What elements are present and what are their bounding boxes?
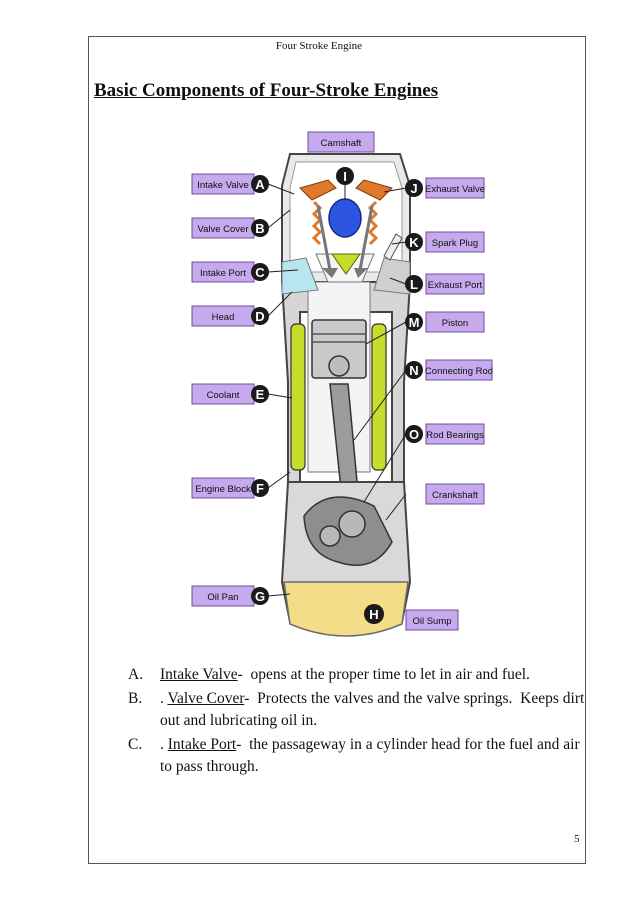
- label-piston: M Piston: [405, 311, 485, 333]
- svg-text:Intake Valve: Intake Valve: [197, 180, 249, 191]
- component-list: A. Intake Valve- opens at the proper tim…: [128, 664, 588, 780]
- page-number: 5: [574, 833, 580, 845]
- svg-text:Connecting Rod: Connecting Rod: [425, 366, 493, 377]
- label-coolant: Coolant E: [191, 383, 269, 405]
- item-description: opens at the proper time to let in air a…: [242, 666, 530, 683]
- item-description: Protects the valves and the valve spring…: [160, 690, 589, 729]
- engine-diagram-svg: Intake Valve A Valve Cover B Intake Port…: [191, 131, 493, 637]
- svg-text:Spark Plug: Spark Plug: [432, 238, 478, 249]
- svg-text:Valve Cover: Valve Cover: [197, 224, 248, 235]
- svg-text:K: K: [409, 235, 419, 250]
- svg-text:I: I: [343, 169, 347, 184]
- svg-text:Crankshaft: Crankshaft: [432, 490, 478, 501]
- svg-text:L: L: [410, 277, 418, 292]
- item-term: Valve Cover: [167, 690, 245, 707]
- svg-text:Camshaft: Camshaft: [321, 138, 362, 149]
- svg-text:Piston: Piston: [442, 318, 468, 329]
- section-title: Basic Components of Four-Stroke Engines: [94, 80, 439, 101]
- cam-shape: [328, 198, 362, 238]
- item-term: Intake Valve: [160, 666, 238, 683]
- label-intake-valve: Intake Valve A: [191, 173, 269, 195]
- label-intake-port: Intake Port C: [191, 261, 269, 283]
- label-exhaust-port: L Exhaust Port: [405, 273, 485, 295]
- list-marker: C.: [128, 736, 143, 753]
- running-header: Four Stroke Engine: [275, 40, 363, 52]
- component-item: A. Intake Valve- opens at the proper tim…: [128, 664, 588, 686]
- label-engine-block: Engine Block F: [191, 477, 269, 499]
- svg-text:Coolant: Coolant: [207, 390, 240, 401]
- item-term: Intake Port: [167, 736, 237, 753]
- list-marker: B.: [128, 690, 143, 707]
- svg-text:O: O: [409, 427, 419, 442]
- svg-text:J: J: [410, 181, 417, 196]
- item-description: the passageway in a cylinder head for th…: [160, 736, 584, 775]
- svg-text:H: H: [369, 607, 378, 622]
- svg-text:Engine Block: Engine Block: [195, 484, 251, 495]
- svg-text:E: E: [256, 387, 265, 402]
- coolant-right: [371, 323, 387, 471]
- svg-text:Exhaust Port: Exhaust Port: [428, 280, 483, 291]
- svg-text:C: C: [255, 265, 265, 280]
- svg-text:F: F: [256, 481, 264, 496]
- item-prefix: .: [160, 736, 168, 753]
- svg-text:Oil Pan: Oil Pan: [207, 592, 238, 603]
- label-camshaft: Camshaft I: [307, 131, 375, 185]
- svg-text:G: G: [255, 589, 265, 604]
- label-oil-sump: H Oil Sump: [364, 604, 459, 631]
- svg-text:Exhaust Valve: Exhaust Valve: [425, 184, 485, 195]
- svg-text:N: N: [409, 363, 418, 378]
- component-item: B. . Valve Cover- Protects the valves an…: [128, 688, 588, 732]
- svg-text:M: M: [409, 315, 420, 330]
- list-marker: A.: [128, 666, 144, 683]
- label-exhaust-valve: J Exhaust Valve: [405, 177, 485, 199]
- item-suffix: -: [244, 690, 250, 707]
- svg-text:D: D: [255, 309, 264, 324]
- engine-diagram: Intake Valve A Valve Cover B Intake Port…: [178, 122, 498, 650]
- page-frame: [88, 36, 586, 864]
- label-rod-bearings: O Rod Bearings: [405, 423, 485, 445]
- engine-illustration: [280, 153, 412, 637]
- svg-text:Intake Port: Intake Port: [200, 268, 246, 279]
- label-crankshaft: Crankshaft: [425, 483, 485, 505]
- component-item: C. . Intake Port- the passageway in a cy…: [128, 734, 588, 778]
- svg-text:A: A: [255, 177, 265, 192]
- label-head: Head D: [191, 305, 269, 327]
- label-spark-plug: K Spark Plug: [405, 231, 485, 253]
- label-valve-cover: Valve Cover B: [191, 217, 269, 239]
- leader-lines: [267, 183, 407, 597]
- coolant-left: [290, 323, 306, 471]
- item-suffix: -: [236, 736, 242, 753]
- svg-text:Oil Sump: Oil Sump: [412, 616, 451, 627]
- item-suffix: -: [237, 666, 243, 683]
- label-oil-pan: Oil Pan G: [191, 585, 269, 607]
- label-connecting-rod: N Connecting Rod: [405, 359, 493, 381]
- svg-text:B: B: [255, 221, 264, 236]
- svg-text:Rod Bearings: Rod Bearings: [426, 430, 484, 441]
- oil-sump-shape: [283, 581, 409, 637]
- svg-text:Head: Head: [212, 312, 235, 323]
- item-prefix: .: [160, 690, 168, 707]
